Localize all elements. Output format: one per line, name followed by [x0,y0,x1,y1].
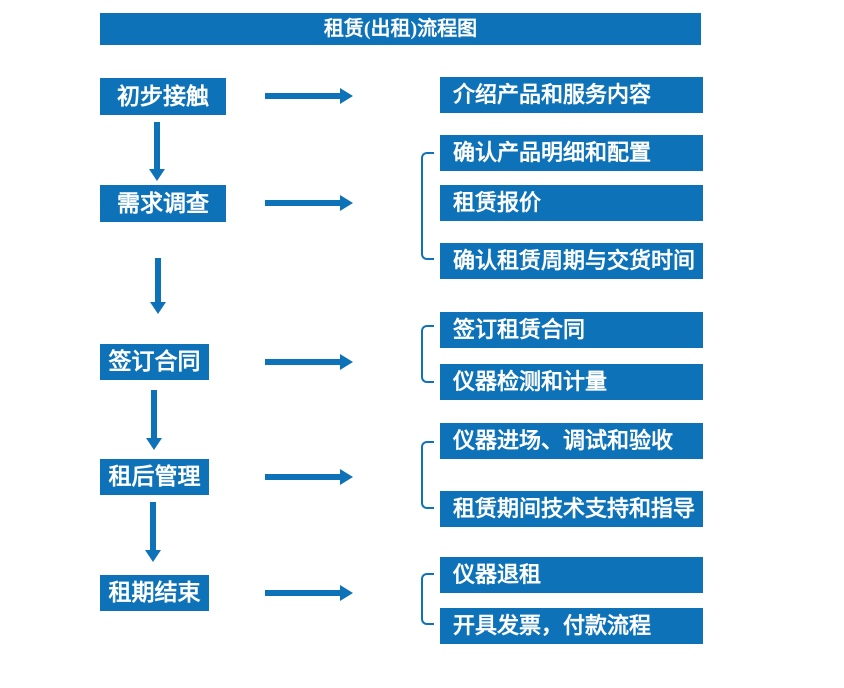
arrow-shaft [154,122,160,170]
flowchart-title-bar: 租赁(出租)流程图 [100,13,701,45]
detail-box-rental-quote: 租赁报价 [440,185,703,221]
arrow-head-icon [340,195,353,211]
arrow-down-1 [149,122,165,181]
detail-box-instrument-return: 仪器退租 [440,557,703,593]
detail-box-sign-rental-contract: 签订租赁合同 [440,312,703,348]
detail-box-confirm-rental-period: 确认租赁周期与交货时间 [440,243,703,279]
arrow-head-icon [146,438,162,450]
arrow-right-post-rental [265,469,353,485]
arrow-shaft [265,93,341,99]
stage-box-demand-survey: 需求调查 [100,185,226,222]
bracket-lease-end-details [421,573,434,625]
arrow-down-2 [150,258,166,314]
arrow-down-4 [145,502,161,562]
arrow-shaft [265,200,341,206]
arrow-head-icon [150,302,166,314]
arrow-shaft [265,474,341,480]
bracket-sign-contract-details [421,325,434,383]
arrow-shaft [150,502,156,551]
detail-box-introduce-products: 介绍产品和服务内容 [440,77,703,113]
arrow-head-icon [145,550,161,562]
stage-box-initial-contact: 初步接触 [100,78,226,115]
arrow-head-icon [340,469,353,485]
arrow-down-3 [146,390,162,450]
flowchart-title: 租赁(出租)流程图 [323,18,478,40]
stage-box-lease-end: 租期结束 [100,575,209,611]
arrow-head-icon [149,169,165,181]
arrow-shaft [265,359,341,365]
arrow-shaft [265,590,341,596]
arrow-right-lease-end [265,585,353,601]
arrow-right-demand-survey [265,195,353,211]
bracket-demand-survey-details [421,152,434,260]
bracket-post-rental-details [421,441,434,509]
arrow-head-icon [340,585,353,601]
arrow-right-sign-contract [265,354,353,370]
detail-box-invoice-payment: 开具发票，付款流程 [440,608,703,644]
detail-box-confirm-product-details: 确认产品明细和配置 [440,135,703,171]
arrow-head-icon [340,354,353,370]
stage-box-post-rental-management: 租后管理 [100,459,209,495]
stage-box-sign-contract: 签订合同 [100,344,209,380]
detail-box-technical-support: 租赁期间技术支持和指导 [440,491,703,527]
detail-box-instrument-setup-acceptance: 仪器进场、调试和验收 [440,423,703,459]
arrow-shaft [155,258,161,303]
arrow-head-icon [340,88,353,104]
arrow-right-initial-contact [265,88,353,104]
arrow-shaft [151,390,157,439]
detail-box-instrument-testing: 仪器检测和计量 [440,364,703,400]
